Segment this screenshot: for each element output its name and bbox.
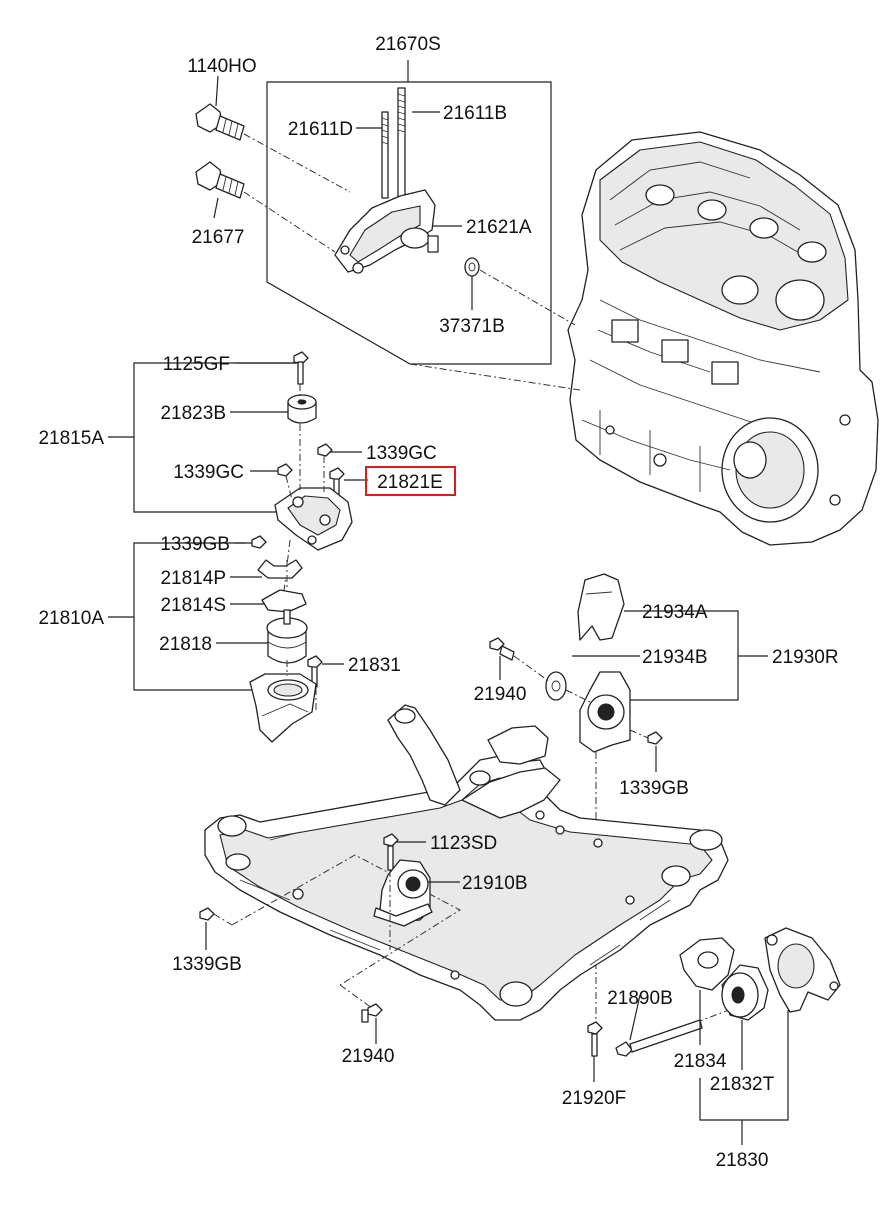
bracket-21834-illustration xyxy=(679,937,735,991)
callout-1125GF: 1125GF xyxy=(163,354,230,375)
callout-21815A: 21815A xyxy=(38,428,104,449)
callout-21890B: 21890B xyxy=(607,988,673,1009)
callout-1339GC-right: 1339GC xyxy=(366,443,437,464)
mount-lower-dash-lines xyxy=(286,560,317,710)
callout-leaders xyxy=(205,75,657,1082)
bracket-21815A-illustration xyxy=(274,487,353,551)
callout-21920F: 21920F xyxy=(562,1088,626,1109)
nut-1339GC-right-illustration xyxy=(317,443,333,457)
bracket-group-21930R-leaders xyxy=(572,610,768,701)
flange-bolt-1140HO-illustration xyxy=(195,103,245,141)
transmission-bracket-illustration xyxy=(334,189,439,274)
callout-1339GC-left: 1339GC xyxy=(173,462,244,483)
callout-21823B: 21823B xyxy=(160,403,226,424)
callout-21930R: 21930R xyxy=(772,647,839,668)
bracket-group-21815A-leaders xyxy=(108,362,302,513)
subframe-illustration xyxy=(204,704,729,1021)
assy-21830-leaders xyxy=(629,990,789,1145)
flange-bolt-21677-illustration xyxy=(195,161,245,199)
bolt-21920F-illustration xyxy=(587,1021,603,1057)
stud-bolts-illustration xyxy=(381,87,406,201)
callout-1339GB-rear: 1339GB xyxy=(619,778,689,799)
callout-21677: 21677 xyxy=(192,227,245,248)
bracket-group-21810A-leaders xyxy=(108,542,268,691)
mount-base-21810A-illustration xyxy=(249,673,317,743)
callout-21621A: 21621A xyxy=(466,217,532,238)
bracket-group-box xyxy=(266,60,552,365)
nut-1339GB-lower-illustration xyxy=(199,907,215,921)
callout-21834: 21834 xyxy=(674,1051,727,1072)
callout-21611D: 21611D xyxy=(288,119,353,140)
callout-21814P: 21814P xyxy=(160,568,226,589)
callout-21818: 21818 xyxy=(159,634,212,655)
engine-block-illustration xyxy=(567,131,879,546)
callout-labels: 21670S 1140HO 21611D 21611B 21621A 21677… xyxy=(38,34,838,1171)
callout-21940-upper: 21940 xyxy=(474,684,527,705)
mount-21910B-illustration xyxy=(373,859,433,927)
bolt-21940-upper-illustration xyxy=(489,637,515,661)
bolt-21831-illustration xyxy=(307,655,323,688)
bracket-21830-illustration xyxy=(764,927,841,1013)
callout-1339GB-upper: 1339GB xyxy=(160,534,230,555)
callout-1140HO: 1140HO xyxy=(187,56,256,77)
callout-37371B: 37371B xyxy=(439,316,505,337)
callout-21831: 21831 xyxy=(348,655,401,676)
plate-21814S-illustration xyxy=(261,589,307,613)
callout-21611B: 21611B xyxy=(443,103,507,124)
bolt-21940-lower-illustration xyxy=(361,1003,383,1023)
callout-1123SD: 1123SD xyxy=(430,833,497,854)
rear-mount-dash-lines xyxy=(513,655,649,1020)
callout-21940-lower: 21940 xyxy=(342,1046,395,1067)
callout-21934B: 21934B xyxy=(642,647,708,668)
nut-37371B-illustration xyxy=(464,257,480,277)
callout-21830: 21830 xyxy=(716,1150,769,1171)
stopper-21934A-illustration xyxy=(577,573,625,641)
bolt-1123SD-illustration xyxy=(383,833,399,871)
callout-21832T: 21832T xyxy=(710,1074,775,1095)
nut-1339GB-rear-illustration xyxy=(647,731,663,745)
bolt-21890B-illustration xyxy=(615,1019,703,1057)
bushing-21832T-illustration xyxy=(721,964,769,1021)
callout-1339GB-lower: 1339GB xyxy=(172,954,242,975)
callout-21810A: 21810A xyxy=(38,608,104,629)
bracket-21814P-illustration xyxy=(257,559,303,579)
callout-21821E: 21821E xyxy=(377,472,443,493)
highlight-box-21821E xyxy=(365,466,456,496)
callout-21670S: 21670S xyxy=(375,34,441,55)
nut-1339GB-upper-illustration xyxy=(251,535,267,549)
callout-21814S: 21814S xyxy=(160,595,226,616)
insulator-21818-illustration xyxy=(266,609,308,664)
nut-1339GC-left-illustration xyxy=(277,463,293,477)
bushing-21823B-illustration xyxy=(287,394,317,424)
callout-21934A: 21934A xyxy=(642,602,708,623)
top-dash-lines xyxy=(243,133,581,391)
bolt-21821E-illustration xyxy=(329,467,345,500)
callout-21910B: 21910B xyxy=(462,873,528,894)
washer-21934B-illustration xyxy=(545,671,567,701)
bolt-1125GF-illustration xyxy=(293,351,309,385)
rear-mount-21930R-illustration xyxy=(579,671,631,753)
